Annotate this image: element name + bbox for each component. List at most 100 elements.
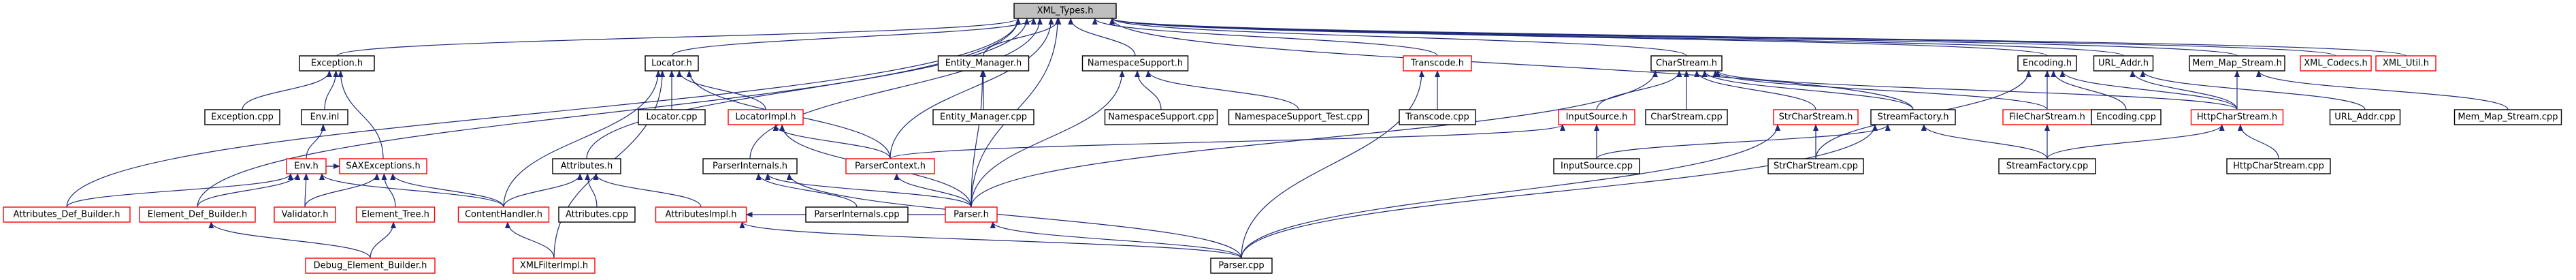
node-box [1228, 109, 1369, 125]
node-label: Parser.h [953, 210, 989, 220]
file-node-locatorimpl-h[interactable]: LocatorImpl.h [728, 109, 804, 125]
include-edge [2130, 70, 2238, 110]
node-label: AttributesImpl.h [666, 210, 737, 220]
file-node-httpcharstream-cpp[interactable]: HttpCharStream.cpp [2226, 158, 2331, 174]
include-edge [1694, 70, 1816, 110]
file-node-transcode-h[interactable]: Transcode.h [1403, 55, 1472, 72]
node-box [274, 206, 336, 223]
file-node-charstream-h[interactable]: CharStream.h [1650, 55, 1723, 72]
node-label: NamespaceSupport.h [1088, 59, 1183, 69]
file-node-inputsource-cpp[interactable]: InputSource.cpp [1553, 158, 1640, 174]
file-node-env-inl[interactable]: Env.inl [301, 109, 348, 125]
node-box [558, 206, 636, 223]
file-node-streamfactory-cpp[interactable]: StreamFactory.cpp [1998, 158, 2096, 174]
include-edge [739, 221, 1242, 259]
file-node-exception-cpp[interactable]: Exception.cpp [204, 109, 280, 125]
file-node-validator-h[interactable]: Validator.h [274, 206, 336, 223]
node-label: LocatorImpl.h [735, 112, 796, 123]
file-node-attributes-def-builder-h[interactable]: Attributes_Def_Builder.h [3, 206, 131, 223]
node-box [301, 109, 348, 125]
file-node-attributes-h[interactable]: Attributes.h [552, 158, 621, 174]
file-node-encoding-h[interactable]: Encoding.h [2017, 55, 2077, 72]
include-edge [593, 173, 702, 208]
node-box [2093, 55, 2154, 72]
include-edge [242, 70, 332, 110]
file-node-url-addr-h[interactable]: URL_Addr.h [2093, 55, 2154, 72]
node-label: CharStream.cpp [1650, 112, 1722, 123]
file-node-filecharstream-h[interactable]: FileCharStream.h [2002, 109, 2092, 125]
include-edge [66, 18, 1021, 208]
file-node-strcharstream-h[interactable]: StrCharStream.h [1773, 109, 1859, 125]
node-box [1773, 109, 1859, 125]
file-node-namespacesupport-h[interactable]: NamespaceSupport.h [1081, 55, 1189, 72]
node-label: ParserInternals.cpp [814, 210, 899, 220]
file-node-mem-map-stream-cpp[interactable]: Mem_Map_Stream.cpp [2453, 109, 2562, 125]
node-label: Transcode.h [1410, 59, 1464, 69]
file-node-parserinternals-cpp[interactable]: ParserInternals.cpp [805, 206, 909, 223]
file-node-env-h[interactable]: Env.h [286, 158, 327, 174]
file-node-parsercontext-h[interactable]: ParserContext.h [845, 158, 935, 174]
file-node-saxexceptions-h[interactable]: SAXExceptions.h [339, 158, 427, 174]
node-label: Locator.h [651, 59, 692, 69]
file-node-url-addr-cpp[interactable]: URL_Addr.cpp [2329, 109, 2401, 125]
include-edge [1109, 18, 1687, 57]
node-label: Env.h [294, 161, 319, 172]
file-node-httpcharstream-h[interactable]: HttpCharStream.h [2190, 109, 2284, 125]
node-label: CharStream.h [1656, 59, 1717, 69]
include-edge [890, 124, 1565, 159]
file-node-element-def-builder-h[interactable]: Element_Def_Builder.h [139, 206, 256, 223]
file-node-xmlfilterimpl-h[interactable]: XMLFilterImpl.h [512, 258, 596, 274]
file-node-inputsource-h[interactable]: InputSource.h [1558, 109, 1635, 125]
node-label: Transcode.cpp [1405, 112, 1469, 123]
node-box [1081, 55, 1189, 72]
include-edge [1596, 70, 1682, 110]
include-edge [676, 70, 766, 110]
file-node-locator-cpp[interactable]: Locator.cpp [638, 109, 706, 125]
node-box [2453, 109, 2562, 125]
node-label: Mem_Map_Stream.cpp [2458, 112, 2558, 123]
file-node-xml-codecs-h[interactable]: XML_Codecs.h [2300, 55, 2372, 72]
file-node-contenthandler-h[interactable]: ContentHandler.h [457, 206, 550, 223]
file-node-parserinternals-h[interactable]: ParserInternals.h [702, 158, 798, 174]
file-node-streamfactory-h[interactable]: StreamFactory.h [1870, 109, 1956, 125]
node-box [2300, 55, 2372, 72]
file-node-transcode-cpp[interactable]: Transcode.cpp [1399, 109, 1476, 125]
file-node-debug-element-builder-h[interactable]: Debug_Element_Builder.h [305, 258, 436, 274]
node-label: Entity_Manager.cpp [940, 112, 1027, 123]
include-edge [2047, 124, 2225, 159]
include-edge [765, 173, 972, 208]
file-node-entity-manager-cpp[interactable]: Entity_Manager.cpp [932, 109, 1034, 125]
file-node-attributes-cpp[interactable]: Attributes.cpp [558, 206, 636, 223]
node-box [645, 55, 699, 72]
node-label: XML_Types.h [1037, 6, 1094, 16]
file-node-attributesimpl-h[interactable]: AttributesImpl.h [655, 206, 747, 223]
file-node-parser-cpp[interactable]: Parser.cpp [1210, 258, 1273, 274]
file-node-namespacesupport-cpp[interactable]: NamespaceSupport.cpp [1104, 109, 1218, 125]
include-edge [370, 221, 397, 259]
file-node-locator-h[interactable]: Locator.h [645, 55, 699, 72]
include-edge [671, 18, 1037, 57]
file-node-xml-types-h[interactable]: XML_Types.h [1013, 3, 1117, 19]
include-edge [503, 70, 662, 208]
node-box [2189, 55, 2285, 72]
node-label: URL_Addr.h [2098, 59, 2149, 69]
file-node-mem-map-stream-h[interactable]: Mem_Map_Stream.h [2189, 55, 2285, 72]
file-node-encoding-cpp[interactable]: Encoding.cpp [2091, 109, 2162, 125]
node-box [1870, 109, 1956, 125]
file-node-namespacesupport-test-cpp[interactable]: NamespaceSupport_Test.cpp [1228, 109, 1369, 125]
include-edge [2051, 70, 2127, 110]
file-node-exception-h[interactable]: Exception.h [299, 55, 375, 72]
node-label: Mem_Map_Stream.h [2192, 59, 2282, 69]
node-label: Element_Tree.h [361, 210, 429, 220]
include-edge [1068, 18, 1136, 57]
file-node-charstream-cpp[interactable]: CharStream.cpp [1645, 109, 1728, 125]
file-node-strcharstream-cpp[interactable]: StrCharStream.cpp [1767, 158, 1864, 174]
node-label: FileCharStream.h [2009, 112, 2085, 123]
node-box [1013, 3, 1117, 19]
file-node-xml-util-h[interactable]: XML_Util.h [2375, 55, 2436, 72]
node-label: NamespaceSupport_Test.cpp [1235, 112, 1363, 123]
file-node-parser-h[interactable]: Parser.h [945, 206, 998, 223]
file-node-entity-manager-h[interactable]: Entity_Manager.h [937, 55, 1030, 72]
file-node-element-tree-h[interactable]: Element_Tree.h [355, 206, 436, 223]
node-label: Exception.cpp [211, 112, 274, 123]
